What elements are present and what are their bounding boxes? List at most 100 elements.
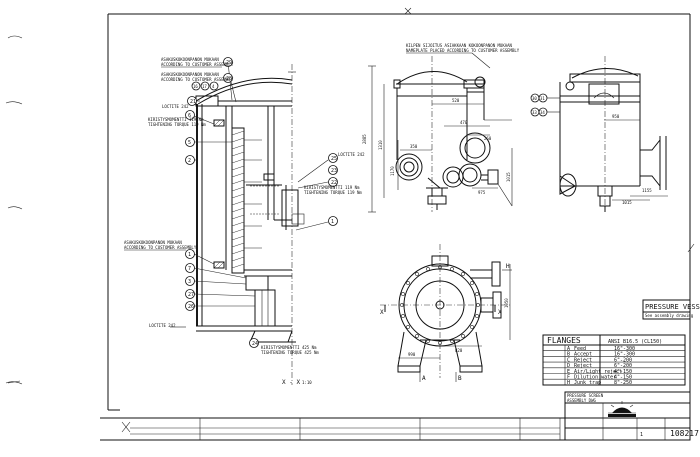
svg-text:8"-250: 8"-250 xyxy=(614,380,632,386)
callout-15 xyxy=(328,153,338,163)
svg-text:16: 16 xyxy=(193,84,198,89)
callout-16 xyxy=(328,165,338,175)
svg-text:D: D xyxy=(567,363,570,369)
sheet-number: 1 xyxy=(640,432,643,438)
callout-18 xyxy=(328,216,338,226)
section-view: X - X 1:10 xyxy=(195,64,312,386)
svg-text:ACCORDING TO CUSTOMER ASSEMBLY: ACCORDING TO CUSTOMER ASSEMBLY xyxy=(161,77,234,82)
svg-text:H: H xyxy=(567,380,570,386)
svg-text:B: B xyxy=(458,375,462,382)
svg-text:Junk trap: Junk trap xyxy=(574,380,601,386)
pressure-vessel-box: PRESSURE VESSEL See assembly drawing xyxy=(642,299,700,320)
svg-text:Air/Light reject: Air/Light reject xyxy=(574,369,622,375)
callout-2 xyxy=(223,73,233,83)
svg-text:TIGHTENING TORQUE 425 Nm: TIGHTENING TORQUE 425 Nm xyxy=(261,350,319,355)
svg-text:Reject: Reject xyxy=(574,363,592,369)
flange-row-letter: A xyxy=(567,346,570,352)
svg-text:33: 33 xyxy=(532,110,537,115)
callout-3 xyxy=(191,81,201,91)
svg-text:E: E xyxy=(567,369,570,375)
svg-text:KIRISTYSMOMENTTI 119 Nm: KIRISTYSMOMENTTI 119 Nm xyxy=(304,185,360,190)
svg-text:ACCORDING TO CUSTOMER ASSEMBLY: ACCORDING TO CUSTOMER ASSEMBLY xyxy=(124,245,197,250)
svg-text:ASAKUSKOKOONPANON MUKAAN: ASAKUSKOKOONPANON MUKAAN xyxy=(161,72,219,77)
svg-text:Reject: Reject xyxy=(574,357,592,363)
svg-text:820: 820 xyxy=(455,348,463,353)
callout-1 xyxy=(223,57,233,67)
flange-table: FLANGES ANSI B16.5 (CL150) A Feed 16"-30… xyxy=(542,334,686,386)
flanges-header: FLANGES xyxy=(547,336,581,345)
svg-text:4"-150: 4"-150 xyxy=(614,369,632,375)
svg-text:16"-300: 16"-300 xyxy=(614,352,635,358)
svg-text:470: 470 xyxy=(460,120,468,125)
svg-text:26: 26 xyxy=(188,304,194,310)
svg-text:LOCTITE 242: LOCTITE 242 xyxy=(162,104,189,109)
svg-text:3: 3 xyxy=(188,279,191,285)
svg-text:KIRISTYSMOMENTTI 425 Nm: KIRISTYSMOMENTTI 425 Nm xyxy=(261,345,317,350)
svg-text:B: B xyxy=(567,352,570,358)
callout-19 xyxy=(249,338,259,348)
sheet-border xyxy=(5,7,695,441)
svg-text:4: 4 xyxy=(212,84,215,89)
callout-4 xyxy=(200,81,210,91)
company-logo xyxy=(608,401,636,417)
section-callouts: 29 28 16 17 4 21 6 5 2 1 7 3 27 xyxy=(185,57,338,348)
revision-strip xyxy=(130,418,561,440)
vessel-title: PRESSURE VESSEL xyxy=(645,303,700,311)
svg-text:21: 21 xyxy=(190,99,196,105)
svg-text:260: 260 xyxy=(484,136,492,141)
svg-text:TIGHTENING TORQUE 119 Nm: TIGHTENING TORQUE 119 Nm xyxy=(304,190,362,195)
svg-text:X: X xyxy=(380,309,384,316)
svg-text:5: 5 xyxy=(188,140,191,146)
front-view: KILPEN SIJOITUS ASIAKKAAN KOKOONPANON MU… xyxy=(362,43,520,213)
svg-text:KILPEN SIJOITUS ASIAKKAAN KOKO: KILPEN SIJOITUS ASIAKKAAN KOKOONPANON MU… xyxy=(406,43,513,48)
svg-text:ASSEMBLY DWG: ASSEMBLY DWG xyxy=(567,398,596,403)
svg-text:7: 7 xyxy=(188,266,191,272)
svg-text:C: C xyxy=(567,357,570,363)
svg-text:1050: 1050 xyxy=(504,298,509,308)
svg-text:31: 31 xyxy=(540,96,545,101)
svg-text:See assembly drawing: See assembly drawing xyxy=(645,313,694,318)
svg-text:24: 24 xyxy=(252,341,258,347)
callout-7 xyxy=(185,110,195,120)
svg-text:990: 990 xyxy=(408,352,416,357)
svg-text:22: 22 xyxy=(331,180,337,186)
svg-text:950: 950 xyxy=(612,114,620,119)
svg-text:1: 1 xyxy=(331,219,334,225)
svg-text:6: 6 xyxy=(188,113,191,119)
svg-text:1310: 1310 xyxy=(378,140,383,150)
svg-text:27: 27 xyxy=(188,292,194,298)
svg-text:17: 17 xyxy=(202,84,207,89)
section-label: X - X xyxy=(282,379,300,386)
callout-5 xyxy=(209,81,219,91)
svg-text:1170: 1170 xyxy=(390,166,395,176)
svg-text:30: 30 xyxy=(532,96,537,101)
plan-view: H X X A B 1050 820 990 xyxy=(380,244,512,382)
svg-text:1015: 1015 xyxy=(622,200,632,205)
svg-text:23: 23 xyxy=(331,168,337,174)
svg-text:34: 34 xyxy=(540,110,545,115)
title-block: PRESSURE SCREEN ASSEMBLY DWG 108217 1 xyxy=(130,391,699,441)
svg-text:X: X xyxy=(498,309,502,316)
svg-text:6"-200: 6"-200 xyxy=(614,357,632,363)
bolt-holes xyxy=(400,265,480,345)
svg-text:F: F xyxy=(567,375,570,381)
svg-text:ACCORDING TO CUSTOMER ASSEMBLY: ACCORDING TO CUSTOMER ASSEMBLY xyxy=(161,62,234,67)
svg-text:LOCTITE 242: LOCTITE 242 xyxy=(149,323,176,328)
svg-text:29: 29 xyxy=(226,60,232,66)
section-notes: ASAKUSKOKOONPANON MUKAAN ACCORDING TO CU… xyxy=(124,57,365,355)
svg-text:350: 350 xyxy=(410,144,418,149)
svg-text:A: A xyxy=(422,375,426,382)
svg-text:4"-150: 4"-150 xyxy=(614,375,632,381)
svg-text:PRESSURE SCREEN: PRESSURE SCREEN xyxy=(567,393,604,398)
side-view: 30 31 33 34 950 1015 1155 xyxy=(530,56,668,212)
section-scale: 1:10 xyxy=(302,380,312,385)
flange-row-size: 16"-300 xyxy=(614,346,635,352)
callout-17 xyxy=(328,177,338,187)
flange-row-name: Feed xyxy=(574,346,586,352)
svg-text:2885: 2885 xyxy=(362,134,367,144)
svg-text:6"-200: 6"-200 xyxy=(614,363,632,369)
svg-text:1: 1 xyxy=(188,252,191,258)
svg-text:Dilution water: Dilution water xyxy=(574,375,616,381)
